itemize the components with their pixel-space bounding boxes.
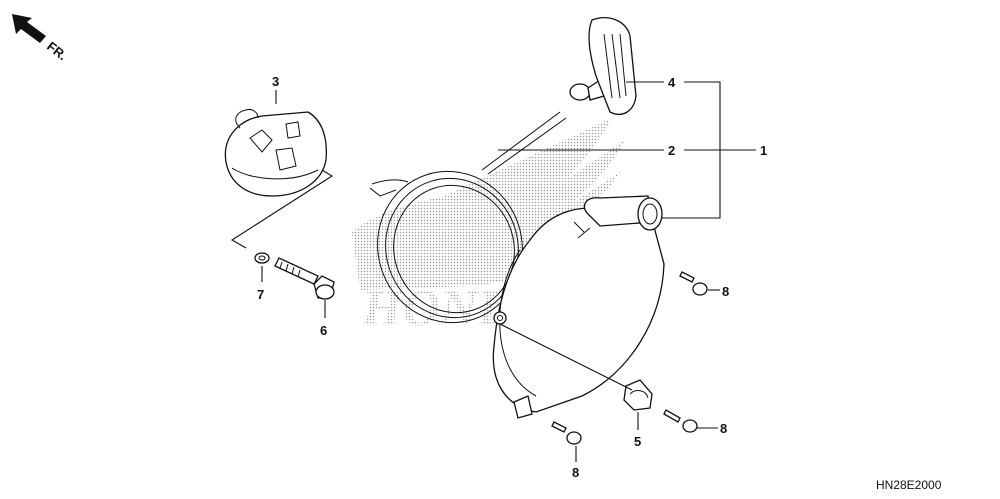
callout-part-2: 2	[668, 143, 675, 158]
front-label: FR.	[44, 39, 70, 64]
callout-part-6: 6	[320, 323, 327, 338]
callout-part-3: 3	[272, 74, 279, 89]
callout-part-4: 4	[668, 75, 676, 90]
bolt-part-upper-right	[679, 271, 708, 296]
callout-part-8-lower-center: 8	[572, 465, 579, 480]
leader-lines	[230, 81, 756, 462]
bolt-part-lower-right	[663, 409, 698, 433]
recoil-ratchet-part	[224, 109, 328, 197]
callout-part-5: 5	[634, 434, 641, 449]
flange-bolt-part	[274, 257, 335, 300]
starter-rope-part	[369, 111, 567, 324]
starter-grip-part	[569, 17, 637, 115]
washer-part	[254, 252, 270, 264]
diagram-code: HN28E2000	[876, 478, 942, 492]
callout-part-8-upper-right: 8	[722, 284, 729, 299]
recoil-starter-housing-part	[492, 195, 665, 419]
callout-part-8-lower-right: 8	[720, 421, 727, 436]
front-arrow-icon	[12, 14, 46, 43]
callout-part-7: 7	[257, 287, 264, 302]
callout-part-1: 1	[760, 143, 767, 158]
bolt-part-lower-center	[551, 421, 582, 445]
clamp-part	[623, 379, 653, 411]
front-direction-indicator: FR.	[12, 14, 70, 63]
